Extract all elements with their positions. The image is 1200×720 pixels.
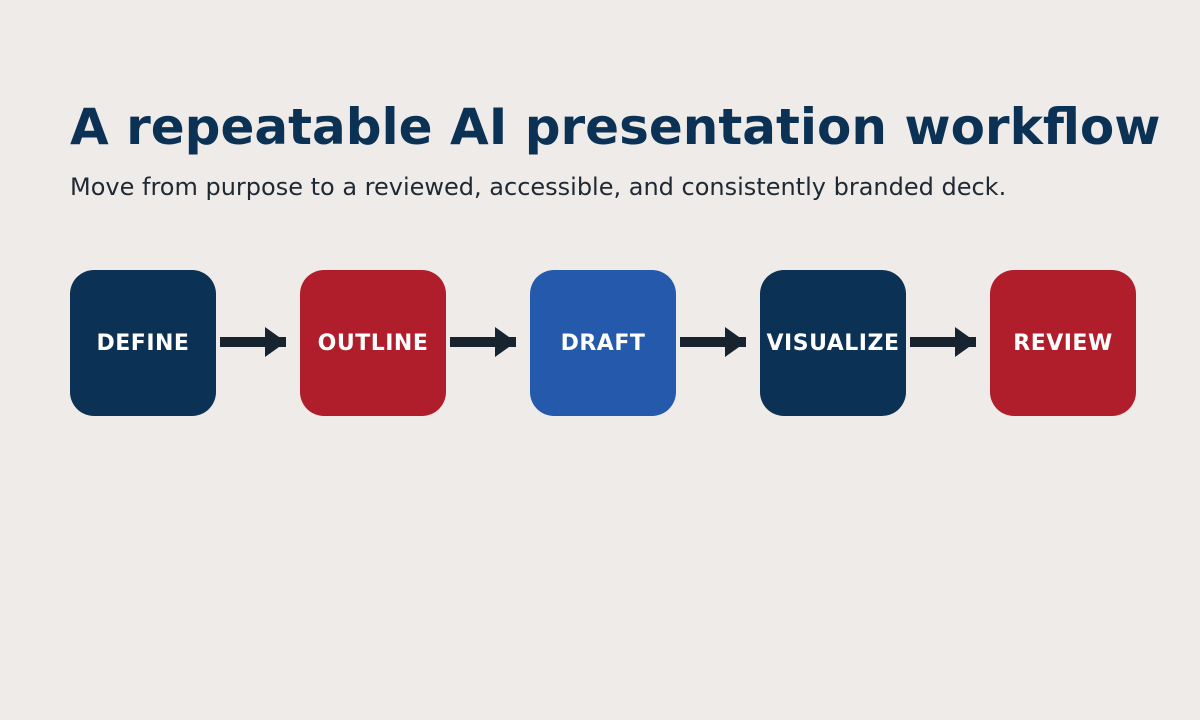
slide-title: A repeatable AI presentation workflow: [70, 98, 1161, 156]
step-draft-label: DRAFT: [560, 330, 646, 356]
step-define-box: DEFINE: [70, 270, 216, 416]
step-visualize-label: VISUALIZE: [766, 330, 900, 356]
step-review-box: REVIEW: [990, 270, 1136, 416]
step-visualize-box: VISUALIZE: [760, 270, 906, 416]
step-define-label: DEFINE: [96, 330, 190, 356]
slide-subtitle: Move from purpose to a reviewed, accessi…: [70, 173, 1007, 201]
step-outline-label: OUTLINE: [317, 330, 429, 356]
step-draft-box: DRAFT: [530, 270, 676, 416]
right-arrow-icon: [680, 327, 746, 357]
right-arrow-icon: [220, 327, 286, 357]
right-arrow-icon: [450, 327, 516, 357]
step-outline-box: OUTLINE: [300, 270, 446, 416]
step-review-label: REVIEW: [1013, 330, 1113, 356]
right-arrow-icon: [910, 327, 976, 357]
